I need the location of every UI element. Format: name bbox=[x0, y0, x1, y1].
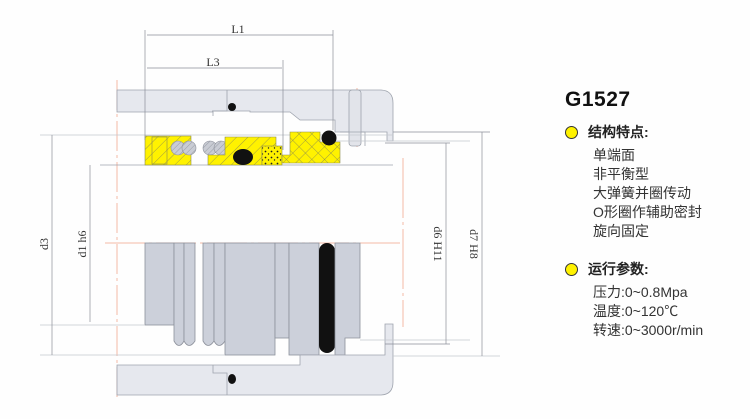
parameter-item: 转速:0~3000r/min bbox=[593, 322, 704, 338]
parameters-list: 压力:0~0.8Mpa 温度:0~120℃ 转速:0~3000r/min bbox=[593, 283, 750, 340]
oring-lower bbox=[319, 243, 335, 353]
stationary-seat bbox=[281, 131, 341, 164]
oring-stationary bbox=[321, 130, 337, 146]
feature-item: 旋向固定 bbox=[593, 223, 649, 239]
feature-item: 大弹簧并圈传动 bbox=[593, 185, 691, 201]
oring-rotating bbox=[233, 149, 253, 165]
dimensions bbox=[51, 30, 490, 356]
label-d7: d7 H8 bbox=[467, 229, 481, 259]
upper-gland bbox=[116, 89, 470, 147]
label-d1: d1 h6 bbox=[75, 231, 89, 258]
features-list: 单端面 非平衡型 大弹簧并圈传动 O形圈作辅助密封 旋向固定 bbox=[593, 146, 750, 241]
bullet-icon bbox=[565, 125, 578, 139]
label-L3: L3 bbox=[206, 55, 219, 69]
parameters-heading: 运行参数: bbox=[560, 259, 750, 279]
lower-gland bbox=[116, 323, 394, 396]
drive-pin bbox=[348, 89, 362, 147]
parameter-item: 压力:0~0.8Mpa bbox=[593, 284, 688, 300]
feature-item: 单端面 bbox=[593, 147, 635, 163]
model-number: G1527 bbox=[565, 88, 631, 111]
oring-small-bottom bbox=[228, 374, 236, 384]
features-heading-label: 结构特点: bbox=[588, 124, 649, 140]
lower-seal-parts bbox=[40, 242, 500, 396]
spring-coil bbox=[181, 140, 197, 156]
parameters-heading-label: 运行参数: bbox=[588, 261, 649, 277]
parameter-item: 温度:0~120℃ bbox=[593, 303, 679, 319]
oring-small-top bbox=[228, 103, 236, 111]
spec-panel: G1527 结构特点: 单端面 非平衡型 大弹簧并圈传动 O形圈作辅助密封 旋向… bbox=[560, 88, 750, 340]
label-d6: d6 H11 bbox=[431, 226, 445, 261]
label-d3: d3 bbox=[37, 238, 51, 250]
packing-ring bbox=[261, 145, 283, 166]
features-heading: 结构特点: bbox=[560, 122, 750, 142]
feature-item: O形圈作辅助密封 bbox=[593, 204, 702, 220]
feature-item: 非平衡型 bbox=[593, 166, 649, 182]
bullet-icon bbox=[565, 262, 578, 276]
label-L1: L1 bbox=[231, 22, 244, 36]
upper-seal-parts bbox=[40, 130, 393, 166]
